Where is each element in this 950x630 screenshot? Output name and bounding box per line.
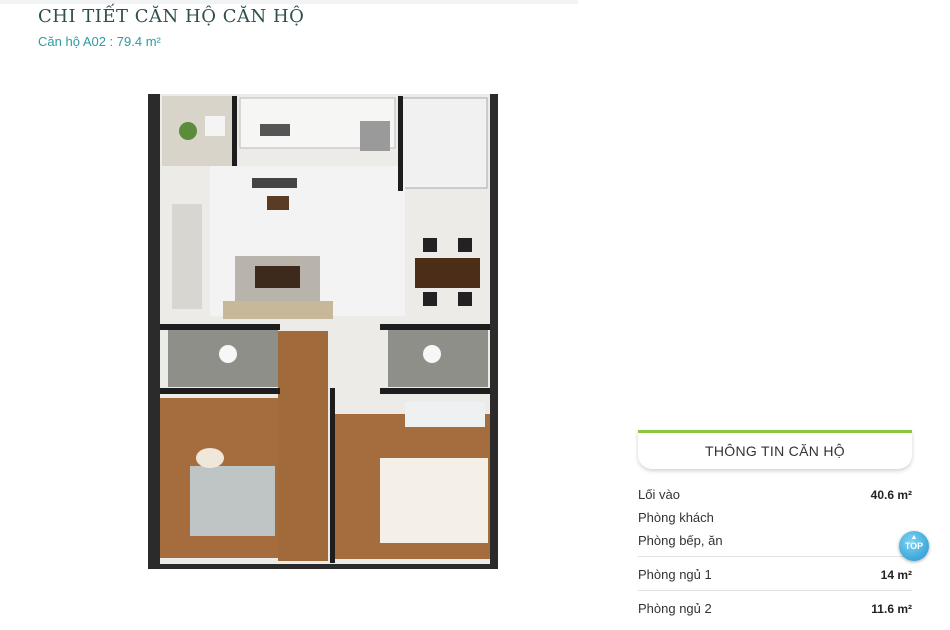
- row-label: Lối vào: [638, 487, 680, 502]
- info-panel-title: THÔNG TIN CĂN HỘ: [638, 430, 912, 469]
- tv-icon: [252, 178, 297, 188]
- row-value: 40.6 m²: [870, 487, 912, 502]
- stove-icon: [260, 124, 290, 136]
- row-label: Phòng khách: [638, 510, 714, 525]
- wall: [380, 324, 490, 330]
- info-row-bedroom-2: Phòng ngủ 2 11.6 m²: [638, 597, 912, 620]
- dining-table-icon: [415, 258, 480, 288]
- toilet-icon: [219, 345, 237, 363]
- row-value: 14 m²: [880, 567, 912, 582]
- bed-icon: [190, 466, 275, 536]
- chevron-up-icon: ▲: [910, 534, 918, 541]
- washer-icon: [205, 116, 225, 136]
- corridor-floor: [278, 331, 328, 561]
- floor-plan-drawing: [148, 94, 498, 569]
- row-label: Phòng bếp, ăn: [638, 533, 723, 548]
- info-group: Lối vào 40.6 m² Phòng khách Phòng bếp, ă…: [638, 483, 912, 557]
- top-strip: [0, 0, 578, 4]
- coffee-table-icon: [255, 266, 300, 288]
- page-title: CHI TIẾT CĂN HỘ CĂN HỘ: [38, 6, 305, 27]
- toilet-icon: [423, 345, 441, 363]
- info-group: Phòng ngủ 1 14 m²: [638, 563, 912, 591]
- info-group: Phòng ngủ 2 11.6 m²: [638, 597, 912, 624]
- chair-icon: [423, 238, 437, 252]
- sofa-icon: [223, 301, 333, 319]
- wall: [380, 388, 490, 394]
- bed-icon: [380, 458, 488, 543]
- chair-icon: [423, 292, 437, 306]
- wall: [160, 324, 280, 330]
- row-value: 11.6 m²: [871, 601, 912, 616]
- plant-icon: [179, 122, 197, 140]
- info-row-living-room: Phòng khách: [638, 506, 912, 529]
- entrance-room: [401, 97, 488, 189]
- wall: [398, 96, 403, 191]
- info-row-bedroom-1: Phòng ngủ 1 14 m²: [638, 563, 912, 586]
- info-row-entrance: Lối vào 40.6 m²: [638, 483, 912, 506]
- top-button-label: TOP: [904, 541, 924, 551]
- floor-plan-image: [140, 86, 500, 571]
- chair-icon: [458, 292, 472, 306]
- fridge-icon: [360, 121, 390, 151]
- row-label: Phòng ngủ 1: [638, 567, 712, 582]
- tv-cabinet-icon: [267, 196, 289, 210]
- wall: [160, 388, 280, 394]
- apartment-info-panel: THÔNG TIN CĂN HỘ Lối vào 40.6 m² Phòng k…: [638, 430, 912, 630]
- wardrobe-icon: [405, 402, 485, 427]
- left-balcony: [172, 204, 202, 309]
- apartment-subtitle: Căn hộ A02 : 79.4 m²: [38, 34, 161, 49]
- info-row-kitchen: Phòng bếp, ăn: [638, 529, 912, 552]
- wall: [232, 96, 237, 166]
- scroll-to-top-button[interactable]: ▲ TOP: [899, 531, 929, 561]
- info-list: Lối vào 40.6 m² Phòng khách Phòng bếp, ă…: [638, 483, 912, 624]
- chair-icon: [458, 238, 472, 252]
- wall: [330, 388, 335, 563]
- row-label: Phòng ngủ 2: [638, 601, 712, 616]
- pouf-icon: [196, 448, 224, 468]
